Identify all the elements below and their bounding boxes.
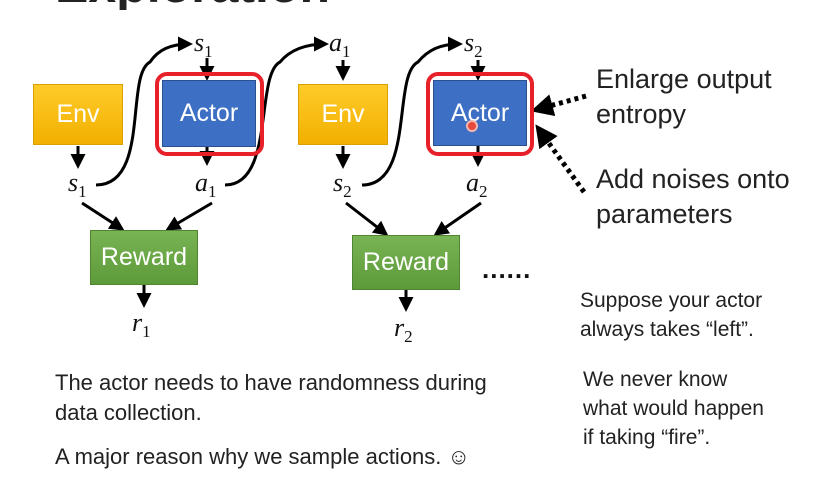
- dotted-arrow-noise: [535, 124, 587, 194]
- method-entropy-line2: entropy: [596, 99, 687, 129]
- slide-title: Exploration: [55, 0, 330, 10]
- ellipsis: ......: [482, 254, 532, 284]
- env-box-2: Env: [298, 84, 388, 145]
- note-fire-line3: if taking “fire”.: [583, 426, 711, 449]
- method-noise-line2: parameters: [596, 199, 733, 229]
- var-a1-top: a1: [329, 28, 351, 62]
- var-s1: s1: [68, 168, 87, 202]
- body-text-sample: A major reason why we sample actions. ☺: [55, 444, 470, 469]
- arrow-a2-reward2: [433, 201, 482, 236]
- env-box-1: Env: [33, 84, 123, 145]
- curve-s1: [95, 36, 193, 187]
- note-left: Suppose your actor always takes “left”.: [580, 286, 762, 344]
- body-text-randomness: The actor needs to have randomness durin…: [55, 368, 487, 428]
- actor-highlight-1: [155, 72, 264, 156]
- reward-box-2: Reward: [352, 235, 460, 290]
- curve-a1: [224, 36, 329, 187]
- note-fire-line1: We never know: [583, 368, 728, 391]
- var-s1-top: s1: [194, 28, 213, 62]
- method-entropy-line1: Enlarge output: [596, 64, 772, 94]
- actor-box-2: Actor: [433, 80, 527, 146]
- note-fire: We never know what would happen if takin…: [583, 365, 764, 452]
- note-left-line1: Suppose your actor: [580, 289, 763, 312]
- dotted-arrow-entropy: [530, 93, 587, 117]
- var-s2: s2: [333, 168, 352, 202]
- actor-box-1: Actor: [162, 80, 256, 147]
- reward-box-1: Reward: [90, 230, 198, 285]
- arrow-a1-reward1: [165, 201, 213, 231]
- actor-highlight-2: [426, 72, 534, 156]
- var-a1: a1: [195, 168, 217, 202]
- arrow-s2-reward2: [345, 201, 389, 236]
- body-line1: The actor needs to have randomness durin…: [55, 370, 487, 395]
- method-noise-line1: Add noises onto: [596, 164, 790, 194]
- note-fire-line2: what would happen: [583, 397, 764, 420]
- note-left-line2: always takes “left”.: [580, 318, 754, 341]
- method-noise-label: Add noises onto parameters: [596, 162, 790, 232]
- var-s2-top: s2: [464, 28, 483, 62]
- pointer-dot: [466, 120, 478, 132]
- body-line2: data collection.: [55, 400, 202, 425]
- arrow-s1-reward1: [81, 201, 125, 231]
- curve-s2: [361, 36, 463, 187]
- var-a2: a2: [466, 168, 488, 202]
- var-r1: r1: [132, 308, 151, 342]
- method-entropy-label: Enlarge output entropy: [596, 62, 772, 132]
- var-r2: r2: [394, 313, 413, 347]
- title-clip: Exploration: [0, 0, 831, 10]
